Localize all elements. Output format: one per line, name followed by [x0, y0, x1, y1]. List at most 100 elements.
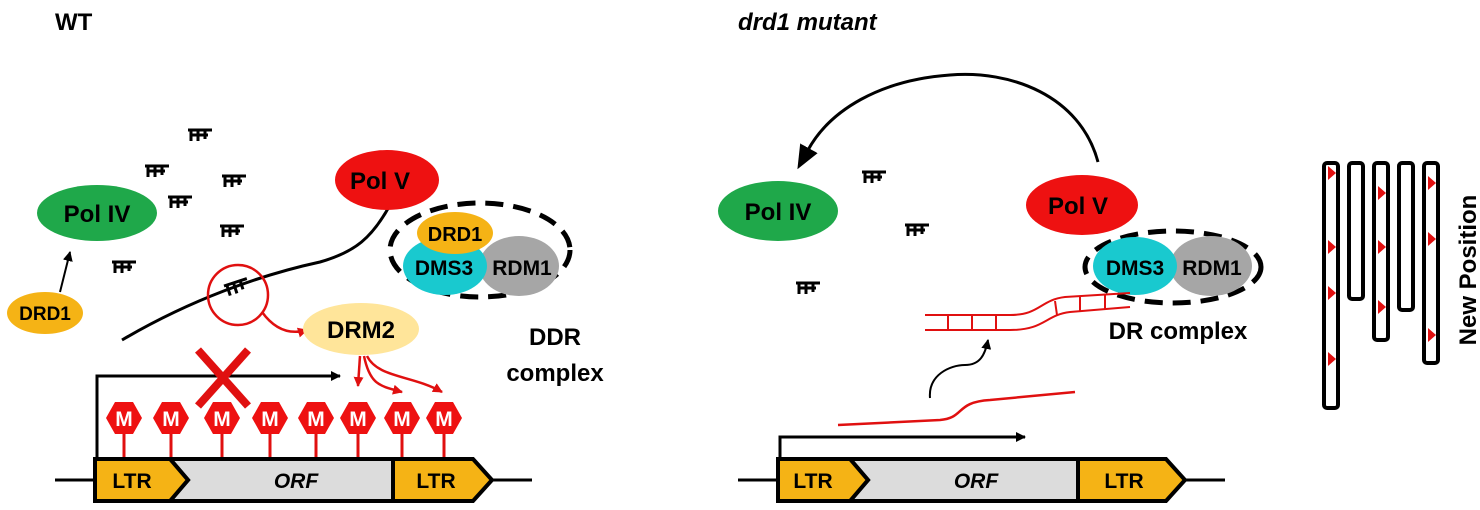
wt-methyl-marks: M M M M M — [106, 402, 462, 458]
mutant-transposon: LTR ORF LTR — [738, 457, 1225, 503]
methyl-hexagon-icon: M — [384, 402, 420, 458]
sirna-icon — [796, 281, 820, 294]
red-triangle-icon — [1328, 286, 1336, 300]
mutant-title: drd1 mutant — [738, 9, 878, 36]
mutant-ltr-right-label: LTR — [1104, 470, 1143, 493]
wt-drm2-methylation-arrows — [353, 355, 443, 395]
wt-rdm1-blob — [479, 236, 559, 296]
mutant-dms3-label: DMS3 — [1106, 257, 1164, 280]
wt-transposon: LTR ORF LTR — [55, 457, 532, 503]
mutant-rna-to-dsrna-arrow — [928, 339, 992, 399]
sirna-icon — [145, 164, 169, 177]
wt-dms3-label: DMS3 — [415, 257, 473, 280]
wt-circle-to-drm2-arrow — [260, 311, 308, 338]
wt-pol-v-blob — [335, 150, 439, 210]
mutant-orf-label: ORF — [954, 470, 1000, 493]
wt-title: WT — [55, 9, 93, 36]
chromosome-4 — [1397, 161, 1415, 312]
methyl-hexagon-icon: M — [298, 402, 334, 458]
sirna-icon — [220, 224, 244, 237]
chromosome-5 — [1422, 161, 1440, 365]
wt-sirna-pairing-circle — [206, 263, 270, 327]
wt-complex-label-line2: complex — [506, 360, 604, 387]
wt-ltr-left-label: LTR — [112, 470, 151, 493]
methyl-mark-label: M — [393, 408, 411, 431]
mutant-ltr-left-block — [776, 457, 871, 503]
methyl-mark-label: M — [261, 408, 279, 431]
red-triangle-icon — [1328, 240, 1336, 254]
methyl-hexagon-icon: M — [153, 402, 189, 458]
wt-small-rna-group — [112, 128, 246, 273]
chromosome-3 — [1372, 161, 1390, 342]
mutant-rdm1-label: RDM1 — [1182, 257, 1242, 280]
mutant-rdm1-blob — [1170, 236, 1252, 296]
red-x-icon — [195, 347, 251, 409]
methyl-mark-label: M — [307, 408, 325, 431]
chromosome-panel: New Position — [1322, 161, 1480, 410]
mutant-pol-v-label: Pol V — [1048, 193, 1108, 220]
wt-drm2-label: DRM2 — [327, 317, 395, 344]
red-triangle-icon — [1378, 186, 1386, 200]
mutant-complex-label: DR complex — [1109, 318, 1248, 345]
wt-pol-iv-label: Pol IV — [64, 201, 131, 228]
wt-ltr-left-block — [93, 457, 191, 503]
mutant-transcription-arrow — [778, 432, 1026, 458]
red-triangle-icon — [1328, 166, 1336, 180]
wt-drd1-complex-label: DRD1 — [428, 224, 482, 246]
wt-drd1-to-pol-iv-arrow — [59, 251, 73, 293]
sirna-icon — [905, 223, 929, 236]
wt-transcription-arrow — [95, 371, 341, 458]
methyl-hexagon-icon: M — [426, 402, 462, 458]
sirna-icon — [168, 195, 192, 208]
red-triangle-icon — [1328, 352, 1336, 366]
mutant-pol-v-blob — [1026, 175, 1138, 235]
sirna-icon — [222, 174, 246, 187]
chromosome-2 — [1347, 161, 1365, 301]
methyl-hexagon-icon: M — [204, 402, 240, 458]
red-triangle-icon — [1378, 240, 1386, 254]
wt-pol-v-transcript — [121, 204, 392, 342]
methyl-mark-label: M — [435, 408, 453, 431]
methyl-hexagon-icon: M — [340, 402, 376, 458]
wt-drd1-lower-label: DRD1 — [19, 304, 71, 325]
wt-drd1-complex-blob — [417, 212, 493, 254]
wt-ltr-right-label: LTR — [416, 470, 455, 493]
wt-rdm1-label: RDM1 — [492, 257, 552, 280]
new-position-label: New Position — [1455, 195, 1480, 346]
wt-orf-label: ORF — [274, 470, 320, 493]
mutant-small-rna-group — [796, 170, 929, 294]
wt-complex-label-line1: DDR — [529, 324, 581, 351]
mutant-ltr-right-block — [1076, 457, 1188, 503]
mutant-pol-iv-label: Pol IV — [745, 199, 812, 226]
methyl-mark-label: M — [115, 408, 133, 431]
mutant-feedback-arrow — [797, 72, 1100, 170]
sirna-icon — [188, 128, 212, 141]
wt-ddr-dashed-outline — [387, 200, 573, 300]
mutant-ltr-left-label: LTR — [793, 470, 832, 493]
sirna-icon — [112, 260, 136, 273]
wt-pol-iv-blob — [37, 185, 157, 241]
wt-pol-v-label: Pol V — [350, 168, 410, 195]
wt-drm2-blob — [303, 303, 419, 355]
sirna-icon — [862, 170, 886, 183]
methyl-mark-label: M — [213, 408, 231, 431]
chromosome-1 — [1322, 161, 1340, 410]
transposon-insertion-marks — [1328, 166, 1436, 366]
methyl-hexagon-icon: M — [106, 402, 142, 458]
mutant-transcript-rna — [837, 390, 1076, 427]
mutant-dr-dashed-outline — [1082, 228, 1264, 306]
sirna-icon — [223, 277, 248, 296]
wt-ltr-right-block — [391, 457, 495, 503]
red-triangle-icon — [1428, 176, 1436, 190]
wt-panel: WT Pol IV DRD1 Pol V DRD1 DMS3 RDM1 DDR — [7, 9, 604, 503]
methyl-hexagon-icon: M — [252, 402, 288, 458]
wt-drd1-lower-blob — [7, 292, 83, 334]
mutant-pol-iv-blob — [718, 181, 838, 241]
mutant-panel: drd1 mutant Pol IV Pol V DMS3 RDM1 DR co… — [718, 9, 1264, 503]
red-triangle-icon — [1378, 300, 1386, 314]
red-triangle-icon — [1428, 328, 1436, 342]
mutant-dsrna-ladder — [925, 292, 1131, 331]
methyl-mark-label: M — [349, 408, 367, 431]
mutant-dms3-blob — [1093, 237, 1177, 295]
